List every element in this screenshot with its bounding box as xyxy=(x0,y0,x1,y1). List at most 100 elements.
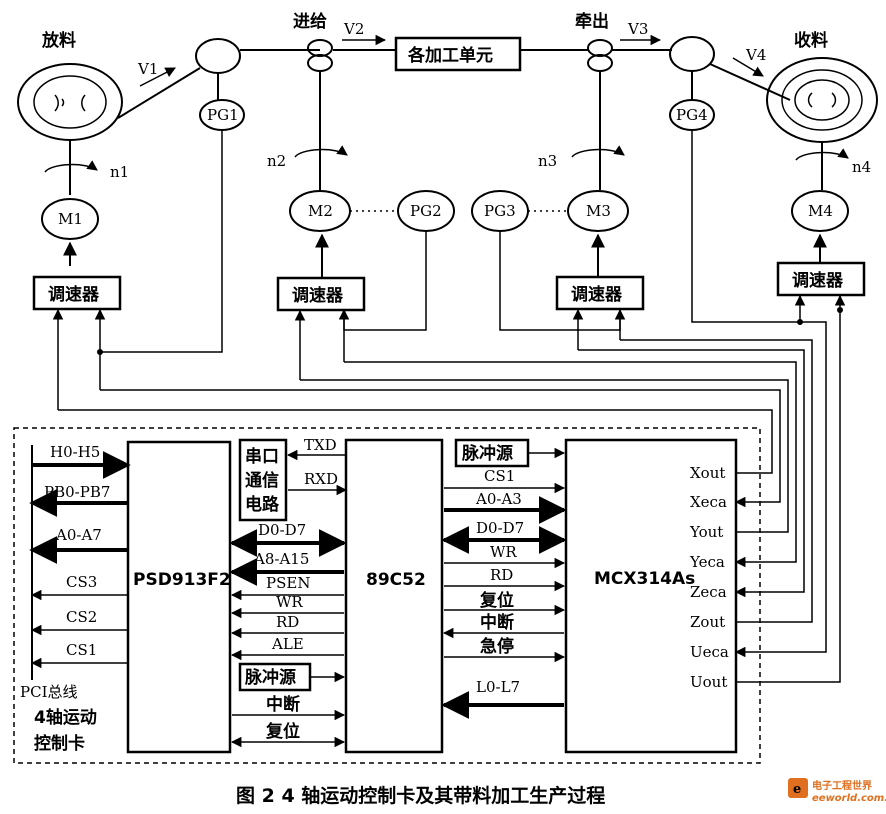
sig-estop: 急停 xyxy=(480,636,514,657)
serial-line-3: 电路 xyxy=(245,494,280,515)
sig-l0-l7: L0-L7 xyxy=(476,678,520,696)
feed-roller-top xyxy=(307,39,333,57)
v1-arrow xyxy=(139,67,176,87)
out-xeca: Xeca xyxy=(690,493,727,511)
sig-reset-psd: 复位 xyxy=(265,721,300,742)
pg2-label: PG2 xyxy=(410,202,442,220)
v2-label: V2 xyxy=(343,20,364,38)
governor-1 xyxy=(32,275,122,311)
n4-rotation-arrow xyxy=(795,148,849,161)
web-line-1 xyxy=(117,67,201,119)
pulse-source-mcx-label: 脉冲源 xyxy=(461,443,513,464)
out-uout: Uout xyxy=(690,673,727,691)
out-yout: Yout xyxy=(689,523,723,541)
sig-rd-mcx: RD xyxy=(490,566,513,584)
sig-wr-psd: WR xyxy=(276,593,303,611)
motor-m3 xyxy=(567,190,629,232)
n4-label: n4 xyxy=(852,158,871,176)
guide-roller-1 xyxy=(195,38,241,74)
sig-rd-psd: RD xyxy=(276,613,299,631)
out-xout: Xout xyxy=(690,464,725,482)
m3-label: M3 xyxy=(586,202,611,220)
sig-a0-a7: A0-A7 xyxy=(55,526,102,544)
svg-text:e: e xyxy=(793,782,801,797)
motor-m4 xyxy=(791,190,849,232)
v1-label: V1 xyxy=(137,60,158,78)
motion-card-border xyxy=(13,427,761,764)
watermark-cn: 电子工程世界 xyxy=(812,779,872,792)
serial-line-2: 通信 xyxy=(245,470,279,491)
sig-interrupt-mcx: 中断 xyxy=(480,612,514,633)
unwind-label: 放料 xyxy=(41,30,76,51)
m1-label: M1 xyxy=(58,210,83,228)
process-unit-box xyxy=(394,36,522,72)
out-zout: Zout xyxy=(690,613,725,631)
serial-line-1: 串口 xyxy=(245,446,279,467)
sig-cs2: CS2 xyxy=(66,608,97,626)
unwind-reel xyxy=(17,63,123,141)
mcu-chip-label: 89C52 xyxy=(366,570,426,590)
sig-a8-a15: A8-A15 xyxy=(253,550,309,568)
sig-reset-mcx: 复位 xyxy=(479,590,514,611)
n1-label: n1 xyxy=(110,163,129,181)
feed-roller-bottom xyxy=(307,54,333,72)
out-zeca: Zeca xyxy=(690,583,727,601)
pg1-label: PG1 xyxy=(207,106,239,124)
m2-label: M2 xyxy=(308,202,333,220)
figure-caption: 图 2 4 轴运动控制卡及其带料加工生产过程 xyxy=(236,784,605,807)
sig-h0-h5: H0-H5 xyxy=(50,443,100,461)
eeworld-watermark: e 电子工程世界 eeworld.com.cn xyxy=(788,778,886,804)
sig-cs1-left: CS1 xyxy=(66,641,97,659)
pulse-source-psd-label: 脉冲源 xyxy=(244,667,296,688)
mcx314as-chip xyxy=(564,438,738,754)
psd-chip-label: PSD913F2 xyxy=(133,570,231,590)
pull-roller-bottom xyxy=(587,54,613,72)
governor-3 xyxy=(555,275,645,311)
sig-cs3: CS3 xyxy=(66,573,97,591)
card-title-line2: 控制卡 xyxy=(34,733,85,754)
sig-wr-mcx: WR xyxy=(490,543,517,561)
sig-a0-a3: A0-A3 xyxy=(475,490,522,508)
n3-label: n3 xyxy=(538,152,557,170)
serial-circuit-box xyxy=(238,438,288,522)
governor-3-label: 调速器 xyxy=(571,284,623,305)
n3-rotation-arrow xyxy=(571,145,625,158)
out-ueca: Ueca xyxy=(690,643,729,661)
sig-interrupt-psd: 中断 xyxy=(266,694,300,715)
sig-rxd: RXD xyxy=(304,470,338,488)
pg3-label: PG3 xyxy=(484,202,516,220)
sig-d0-d7-mcx: D0-D7 xyxy=(476,519,524,537)
sig-psen: PSEN xyxy=(266,574,310,592)
mcu-89c52-chip xyxy=(344,438,444,754)
guide-roller-4 xyxy=(669,36,715,72)
out-yeca: Yeca xyxy=(689,553,725,571)
sig-txd: TXD xyxy=(304,436,337,454)
sig-ale: ALE xyxy=(271,635,304,653)
sig-pb0-pb7: PB0-PB7 xyxy=(44,483,110,501)
governor-1-label: 调速器 xyxy=(48,284,100,305)
m4-label: M4 xyxy=(808,202,833,220)
pg4-label: PG4 xyxy=(676,106,708,124)
v4-label: V4 xyxy=(745,46,766,64)
governor-2 xyxy=(276,276,366,312)
sig-d0-d7-psd: D0-D7 xyxy=(258,521,306,539)
pull-label: 牵出 xyxy=(575,11,609,32)
n2-label: n2 xyxy=(267,152,286,170)
feed-label: 进给 xyxy=(293,11,327,32)
pg4-feedback-line xyxy=(691,130,800,323)
watermark-en: eeworld.com.cn xyxy=(812,793,886,804)
n2-rotation-arrow xyxy=(294,145,348,158)
card-title-line1: 4轴运动 xyxy=(34,707,97,728)
psd913f2-chip xyxy=(126,440,232,754)
governor-2-label: 调速器 xyxy=(292,285,344,306)
governor-4-label: 调速器 xyxy=(792,270,844,291)
pull-roller-top xyxy=(587,39,613,57)
rewind-reel xyxy=(766,57,878,143)
mcx-chip-label: MCX314As xyxy=(594,569,695,589)
v3-label: V3 xyxy=(627,20,648,38)
governor-4 xyxy=(776,261,866,297)
pg1-feedback-line xyxy=(100,130,223,353)
motor-m1 xyxy=(41,198,99,240)
